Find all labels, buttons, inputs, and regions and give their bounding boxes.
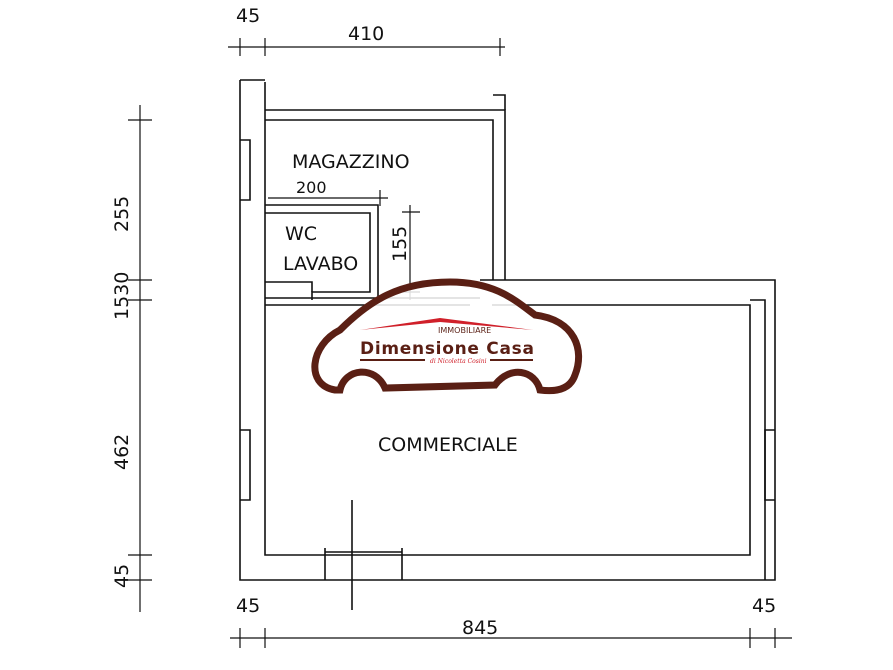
svg-text:Dimensione Casa: Dimensione Casa <box>360 339 534 359</box>
watermark-logo: IMMOBILIARE Dimensione Casa di Nicoletta… <box>311 278 583 395</box>
room-label-commerciale: COMMERCIALE <box>378 434 518 456</box>
svg-text:di Nicoletta Cosini: di Nicoletta Cosini <box>430 358 487 365</box>
dimension-top-width: 410 <box>348 23 384 45</box>
room-label-lavabo: LAVABO <box>283 253 358 275</box>
dimension-bottom-left: 45 <box>236 595 260 617</box>
dimension-top-left: 45 <box>236 5 260 27</box>
dimension-bottom-width: 845 <box>462 617 498 639</box>
dimension-left-upper: 255 <box>111 196 133 232</box>
dimension-left-bottom: 45 <box>111 564 133 588</box>
walls <box>239 79 776 610</box>
dimension-left-lower: 462 <box>111 434 133 470</box>
dimension-left-total: 1530 <box>111 272 133 320</box>
dimension-wc-height: 155 <box>389 226 411 262</box>
dimension-bottom-right: 45 <box>752 595 776 617</box>
svg-text:IMMOBILIARE: IMMOBILIARE <box>438 326 491 335</box>
room-label-magazzino: MAGAZZINO <box>292 151 410 173</box>
dimension-lines <box>128 38 792 648</box>
room-label-wc: WC <box>285 223 317 245</box>
dimension-wc-width: 200 <box>296 178 327 197</box>
